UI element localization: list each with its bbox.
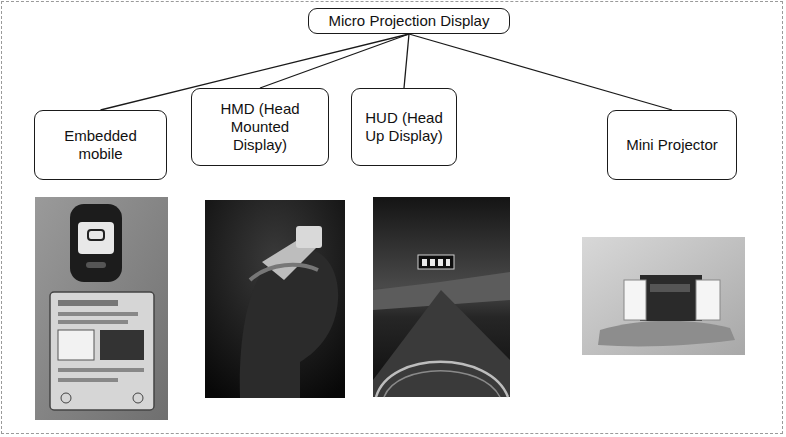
box-label: Embedded mobile bbox=[63, 127, 138, 163]
hmd-photo bbox=[205, 200, 345, 398]
box-label: Mini Projector bbox=[626, 136, 718, 154]
mini-projector-photo bbox=[582, 237, 745, 355]
box-label: HUD (Head Up Display) bbox=[360, 109, 448, 145]
box-label: HMD (Head Mounted Display) bbox=[202, 100, 318, 154]
hud-photo bbox=[373, 197, 510, 397]
connector-line bbox=[404, 34, 409, 88]
category-box: HUD (Head Up Display) bbox=[351, 88, 457, 166]
mobile-photo bbox=[35, 197, 168, 420]
category-box: Embedded mobile bbox=[34, 110, 167, 180]
box-label: Micro Projection Display bbox=[329, 12, 490, 30]
connector-line bbox=[260, 34, 409, 88]
category-box: Mini Projector bbox=[607, 110, 737, 180]
category-box: HMD (Head Mounted Display) bbox=[191, 88, 329, 166]
root-box: Micro Projection Display bbox=[308, 8, 510, 34]
